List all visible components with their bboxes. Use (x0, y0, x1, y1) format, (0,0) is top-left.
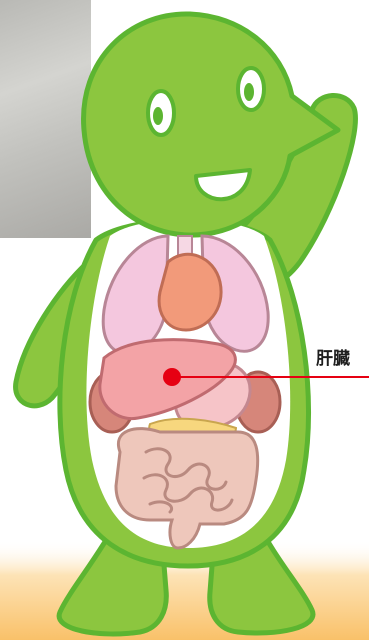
heart (159, 254, 221, 330)
organ-label: 肝臓 (316, 344, 350, 369)
pointer-dot (163, 368, 181, 386)
right-pupil (244, 83, 254, 101)
left-pupil (153, 107, 163, 125)
